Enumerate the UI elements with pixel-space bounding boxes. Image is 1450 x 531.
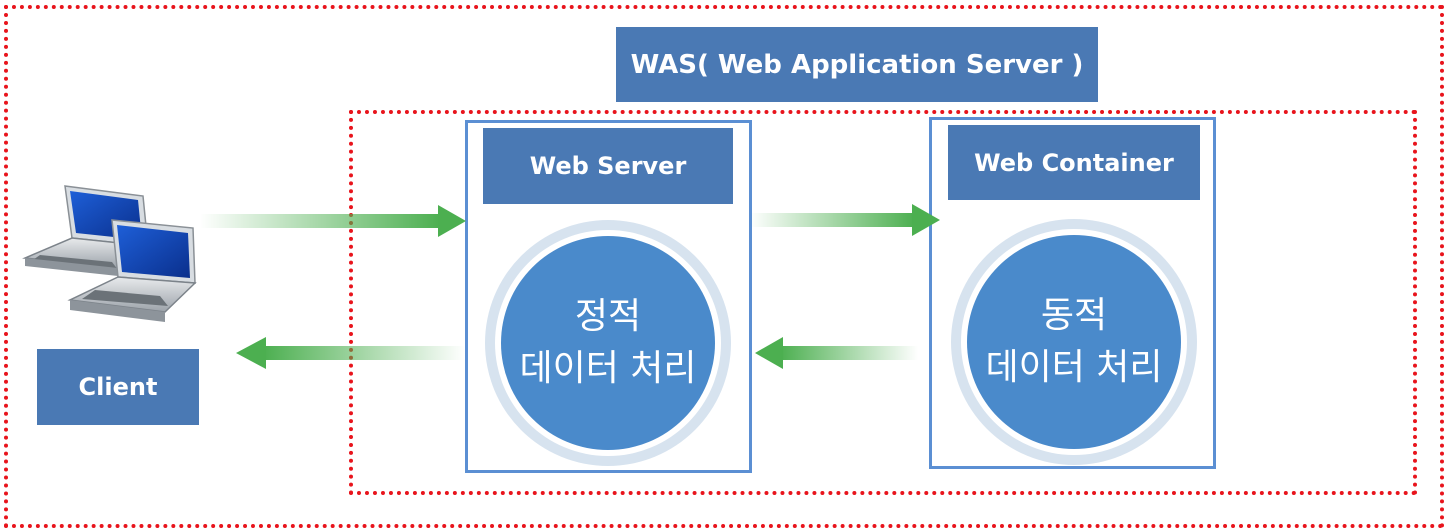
client-label: Client <box>37 349 199 425</box>
web-server-label: Web Server <box>483 128 733 204</box>
static-line-1: 정적 <box>574 295 642 337</box>
outer-boundary <box>4 5 1444 528</box>
was-boundary <box>349 110 1417 495</box>
static-line-2: 데이터 처리 <box>519 348 697 389</box>
was-label: WAS( Web Application Server ) <box>616 27 1098 102</box>
static-data-processing: 정적 데이터 처리 <box>501 236 715 450</box>
dynamic-line-1: 동적 <box>1040 294 1108 336</box>
web-container-label: Web Container <box>948 125 1200 200</box>
forward-arrow-icon <box>750 204 940 236</box>
dynamic-data-processing: 동적 데이터 처리 <box>967 235 1181 449</box>
web-server-ring: 정적 데이터 처리 <box>485 220 731 466</box>
dynamic-line-2: 데이터 처리 <box>985 347 1163 388</box>
return-arrow-icon <box>755 337 918 369</box>
request-arrow-icon <box>200 205 466 237</box>
response-arrow-icon <box>236 337 465 369</box>
laptop-icon <box>67 219 197 322</box>
web-container-ring: 동적 데이터 처리 <box>951 219 1197 465</box>
